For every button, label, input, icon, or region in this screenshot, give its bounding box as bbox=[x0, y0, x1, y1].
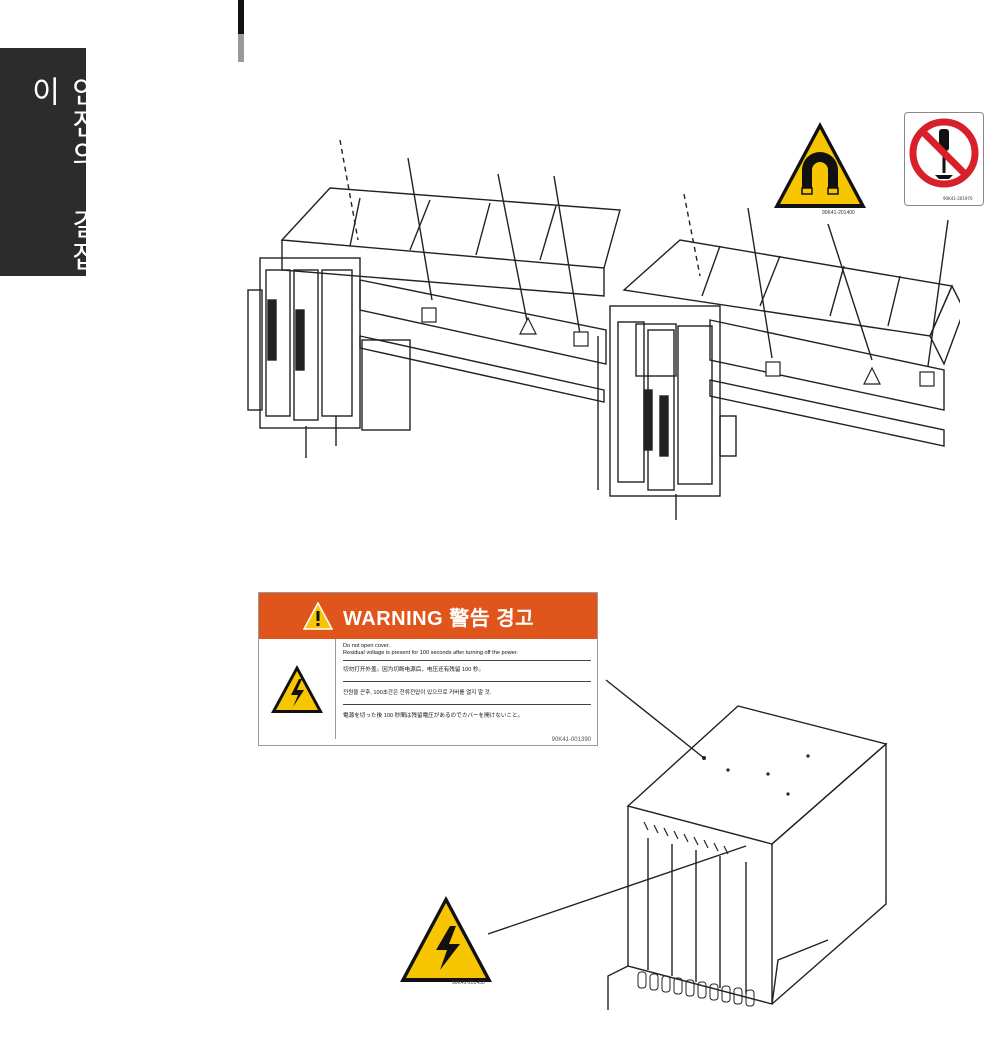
electric-hazard-icon bbox=[398, 894, 494, 986]
warning-label-icon-cell bbox=[259, 639, 336, 739]
header-marker bbox=[238, 0, 244, 62]
caution-icon bbox=[303, 602, 333, 630]
electric-shock-icon bbox=[269, 663, 325, 715]
warning-line-en-1: Do not open cover. bbox=[343, 643, 591, 650]
electric-shock-sign: 90K41-201450 bbox=[398, 894, 494, 990]
electric-sign-code: 90K41-201450 bbox=[452, 980, 485, 986]
side-chapter-title: 안전의 길잡이 bbox=[22, 76, 102, 276]
warning-label-title: WARNING 警告 경고 bbox=[343, 602, 534, 631]
machine-head-drawing bbox=[240, 140, 960, 540]
side-chapter-tab: 안전의 길잡이 bbox=[0, 48, 86, 276]
warning-line-en-2: Residual voltage is present for 100 seco… bbox=[343, 650, 591, 657]
warning-label-header: WARNING 警告 경고 bbox=[259, 593, 597, 639]
control-cabinet-drawing bbox=[488, 670, 888, 1010]
